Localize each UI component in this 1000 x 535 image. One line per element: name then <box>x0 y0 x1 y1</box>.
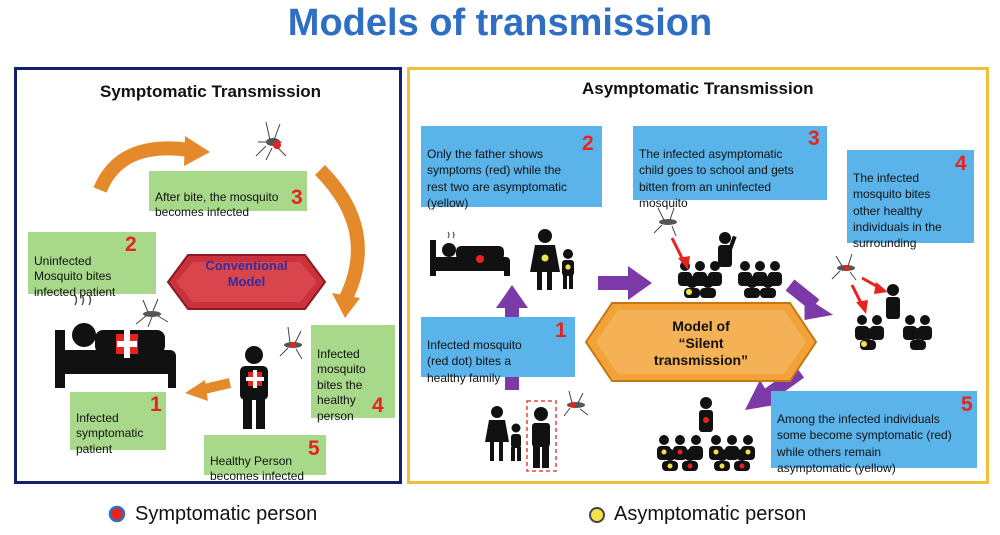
mosquito-icon-family <box>563 390 589 417</box>
asymptomatic-step-1-text: Infected mosquito (red dot) bites a heal… <box>427 338 522 385</box>
asymptomatic-step-4-number: 4 <box>955 152 967 175</box>
symptomatic-step-4: Infected mosquito bites the healthy pers… <box>311 325 395 423</box>
purple-arrow-right-1 <box>598 276 630 290</box>
sick-patient-bed-icon <box>55 294 176 388</box>
asymptomatic-step-1-number: 1 <box>555 319 567 342</box>
family-icon-bottom <box>485 406 550 468</box>
school-group-icon-1 <box>678 232 782 298</box>
asymptomatic-dot-icon <box>589 507 605 523</box>
asymptomatic-step-5-text: Among the infected individuals some beco… <box>777 412 952 475</box>
asymptomatic-step-5-number: 5 <box>961 393 973 416</box>
symptomatic-step-4-number: 4 <box>372 394 384 417</box>
asymptomatic-step-5: Among the infected individuals some beco… <box>771 391 977 475</box>
mosquito-icon-top <box>255 121 287 161</box>
symptomatic-step-2-number: 2 <box>125 233 137 256</box>
mosquito-icon-surrounding <box>831 253 857 281</box>
conventional-model-label: Conventional Model <box>205 258 288 289</box>
symptomatic-step-2: Uninfected Mosquito bites infected patie… <box>28 232 156 299</box>
infected-crowd-icon <box>657 397 755 471</box>
symptomatic-step-5-number: 5 <box>308 437 320 460</box>
cycle-arrow-right <box>314 165 365 304</box>
asymptomatic-step-2-number: 2 <box>582 132 594 155</box>
asymptomatic-step-3: The infected asymptomatic child goes to … <box>633 126 827 210</box>
asymptomatic-step-4-text: The infected mosquito bites other health… <box>853 171 942 250</box>
asymptomatic-step-3-number: 3 <box>808 127 820 150</box>
page-title: Models of transmission <box>287 2 713 44</box>
symptomatic-step-5-text: Healthy Person becomes infected <box>210 453 305 484</box>
symptomatic-step-1-text: Infected symptomatic patient <box>76 410 144 456</box>
symptomatic-heading: Symptomatic Transmission <box>100 82 322 101</box>
cycle-arrowhead-bottom <box>185 380 208 401</box>
infected-person-icon <box>240 346 268 429</box>
sick-father-bed-icon <box>430 231 510 276</box>
symptomatic-step-3-text: After bite, the mosquito becomes infecte… <box>155 189 279 220</box>
cycle-arrow-top <box>93 141 191 193</box>
legend-asymptomatic-label: Asymptomatic person <box>614 503 807 525</box>
cycle-arrowhead-top <box>184 136 210 166</box>
asymptomatic-step-2: Only the father shows symptoms (red) whi… <box>421 126 602 210</box>
symptomatic-step-3: After bite, the mosquito becomes infecte… <box>149 171 307 219</box>
asymptomatic-step-4: The infected mosquito bites other health… <box>847 150 974 250</box>
asymptomatic-step-2-text: Only the father shows symptoms (red) whi… <box>427 147 568 210</box>
symptomatic-step-5: Healthy Person becomes infected <box>204 435 326 483</box>
asymptomatic-heading: Asymptomatic Transmission <box>582 79 814 98</box>
asymptomatic-step-3-text: The infected asymptomatic child goes to … <box>639 147 794 210</box>
symptomatic-step-3-number: 3 <box>291 186 303 209</box>
symptomatic-step-1: Infected symptomatic patient <box>70 392 166 456</box>
asymptomatic-panel <box>407 67 989 484</box>
symptomatic-step-2-text: Uninfected Mosquito bites infected patie… <box>34 253 116 299</box>
mosquito-icon-right <box>279 326 303 360</box>
symptomatic-dot-icon <box>108 505 126 523</box>
symptomatic-step-1-number: 1 <box>150 393 162 416</box>
mother-child-icon <box>530 229 574 290</box>
asymptomatic-step-1: Infected mosquito (red dot) bites a heal… <box>421 317 575 385</box>
symptomatic-panel <box>14 67 402 484</box>
highlight-dashed-box <box>526 400 557 472</box>
surrounding-group-icon <box>855 284 932 350</box>
mosquito-icon-school <box>653 207 677 237</box>
cycle-arrowhead-right <box>332 293 360 318</box>
mosquito-icon-left <box>135 298 169 328</box>
legend-symptomatic-label: Symptomatic person <box>135 503 318 525</box>
symptomatic-step-4-text: Infected mosquito bites the healthy pers… <box>317 346 366 423</box>
silent-transmission-label: Model of “Silent transmission” <box>653 318 749 368</box>
